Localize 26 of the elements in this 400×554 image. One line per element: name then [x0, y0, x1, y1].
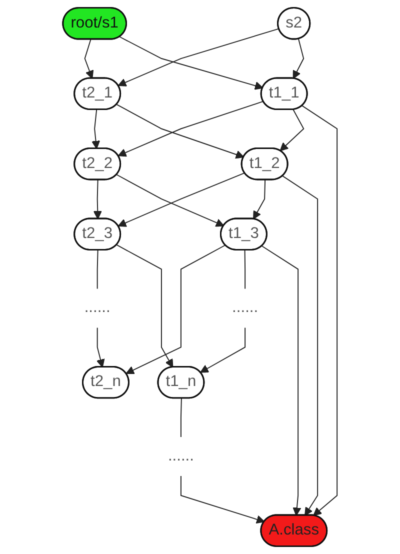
arrow — [302, 105, 338, 516]
node-text: ...... — [168, 448, 194, 464]
arrow — [200, 327, 246, 373]
arrow — [253, 179, 266, 220]
node-text: ...... — [232, 299, 258, 316]
arrow — [93, 179, 102, 220]
arrow — [118, 100, 264, 157]
arrow — [126, 244, 226, 374]
arrow — [262, 246, 302, 516]
arrow — [180, 475, 265, 524]
arrow — [116, 104, 244, 159]
arrow — [116, 244, 174, 368]
arrow — [292, 38, 304, 79]
arrow — [119, 36, 264, 90]
arrow — [118, 172, 246, 227]
arrow — [116, 174, 224, 227]
connector — [244, 250, 246, 290]
arrow — [282, 176, 318, 516]
arrow — [84, 39, 94, 79]
arrow — [92, 109, 100, 150]
connector — [180, 398, 182, 438]
node-text: ...... — [84, 299, 110, 316]
arrow — [280, 109, 304, 152]
connector — [96, 250, 98, 290]
arrow — [96, 327, 105, 368]
arrow — [118, 28, 280, 86]
